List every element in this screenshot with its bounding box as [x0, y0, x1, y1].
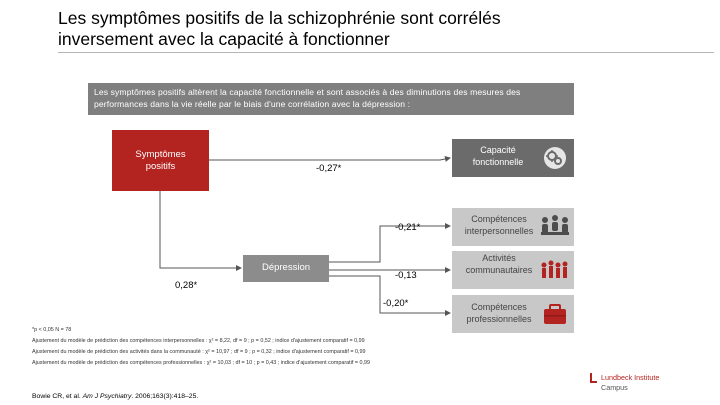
reference: Bowie CR, et al. Am J Psychiatry. 2006;1… — [32, 393, 198, 400]
node-interpersonnelles-label: Compétences interpersonnelles — [458, 214, 540, 237]
node-symptomes-line2: positifs — [145, 161, 176, 172]
node-interpersonnelles-line1: Compétences — [471, 214, 527, 224]
reference-authors: Bowie CR, et al. — [32, 393, 83, 400]
crowd-people-icon — [538, 256, 572, 284]
lundbeck-logo: Lundbeck Institute Campus — [590, 370, 700, 400]
node-depression: Dépression — [243, 255, 329, 282]
arrow-depression-professionnelles — [329, 275, 451, 316]
logo-sub: Campus — [601, 383, 628, 392]
arrow-depression-interpersonnelles — [329, 223, 451, 263]
reference-journal: Am J Psychiatry — [82, 393, 132, 400]
node-communautaires-line1: Activités — [482, 253, 516, 263]
coef-symptomes-capacite: -0,27* — [316, 163, 342, 174]
node-activites-communautaires: Activités communautaires — [452, 251, 574, 289]
footnote-fit-interpersonnelles: Ajustement du modèle de prédiction des c… — [32, 338, 365, 344]
intro-box: Les symptômes positifs altèrent la capac… — [88, 83, 574, 115]
page-title-line1: Les symptômes positifs de la schizophrén… — [58, 8, 501, 28]
arrow-symptomes-capacite — [209, 156, 451, 162]
arrow-symptomes-depression — [159, 191, 242, 271]
coef-depression-interpersonnelles: -0,21* — [395, 222, 421, 233]
node-competences-professionnelles: Compétences professionnelles — [452, 295, 574, 333]
lundbeck-mark-icon — [590, 373, 597, 383]
node-capacite-fonctionnelle: Capacité fonctionnelle — [452, 139, 574, 177]
node-competences-interpersonnelles: Compétences interpersonnelles — [452, 208, 574, 246]
coef-depression-communautaires: -0,13 — [395, 270, 417, 281]
node-communautaires-line2: communautaires — [465, 264, 533, 275]
node-professionnelles-line2: professionnelles — [466, 313, 532, 324]
gears-head-icon — [541, 144, 569, 172]
footnotes: *p < 0,05 N = 78 Ajustement du modèle de… — [32, 325, 370, 369]
node-interpersonnelles-line2: interpersonnelles — [464, 225, 534, 236]
node-capacite-line2: fonctionnelle — [472, 157, 524, 167]
node-professionnelles-line1: Compétences — [471, 302, 527, 312]
reference-details: . 2006;163(3):418–25. — [131, 393, 199, 400]
node-symptomes-line1: Symptômes — [135, 149, 186, 160]
logo-name: Lundbeck Institute — [601, 373, 660, 382]
page-title: Les symptômes positifs de la schizophrén… — [58, 8, 678, 50]
footnote-fit-communautaires: Ajustement du modèle de prédiction des a… — [32, 349, 366, 355]
node-symptomes-positifs: Symptômes positifs — [112, 130, 209, 191]
briefcase-icon — [541, 300, 569, 328]
coef-symptomes-depression: 0,28* — [175, 280, 198, 291]
node-capacite-label: Capacité fonctionnelle — [458, 144, 538, 168]
page-title-line2: inversement avec la capacité à fonctionn… — [58, 29, 390, 49]
title-divider — [58, 52, 714, 53]
footnote-significance: *p < 0,05 N = 78 — [32, 327, 72, 333]
meeting-people-icon — [538, 213, 572, 241]
node-professionnelles-label: Compétences professionnelles — [458, 302, 540, 325]
node-capacite-line1: Capacité — [480, 145, 516, 155]
node-communautaires-label: Activités communautaires — [458, 253, 540, 276]
footnote-fit-professionnelles: Ajustement du modèle de prédiction des c… — [32, 360, 370, 366]
coef-depression-professionnelles: -0,20* — [383, 298, 409, 309]
